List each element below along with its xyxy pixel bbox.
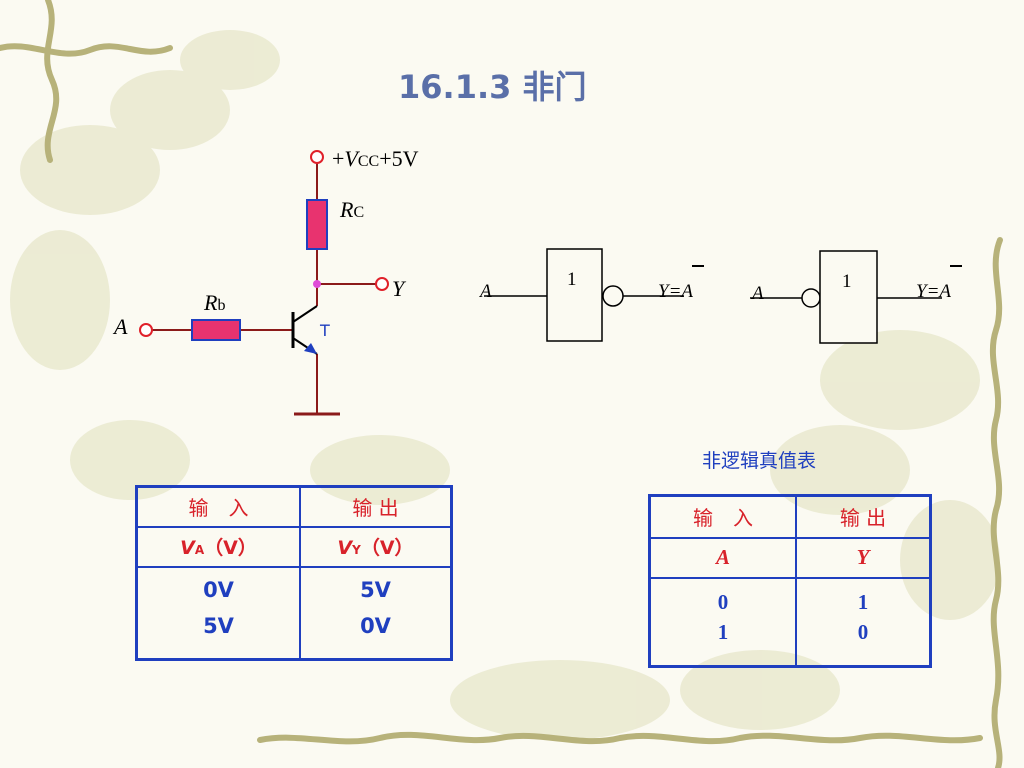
junction-dot	[313, 280, 321, 288]
vcc-value: +5V	[379, 146, 419, 171]
voltage-table-subheader-row: VA（V） VY（V）	[135, 525, 453, 568]
resistor-rc	[306, 199, 328, 250]
rb-label: Rb	[204, 292, 225, 314]
voltage-header-input: 输 入	[135, 485, 301, 528]
truth-table-subheader-row: A Y	[648, 536, 932, 579]
rb-sub: b	[217, 297, 226, 314]
voltage-header-output: 输 出	[299, 485, 453, 528]
rb-r: R	[204, 290, 218, 315]
truth-table: 输 入 输 出 A Y 0 1 1 0	[648, 494, 932, 668]
truth-table-caption: 非逻辑真值表	[702, 450, 817, 472]
gate1-output-label: Y=A	[658, 281, 693, 302]
vcc-label: +VCC+5V	[332, 148, 419, 170]
gate1-symbol: 1	[567, 269, 577, 290]
gate2-symbol: 1	[842, 271, 852, 292]
vy-var: V	[337, 537, 353, 559]
emitter-arrow	[304, 343, 317, 354]
rc-sub: C	[353, 204, 365, 221]
vy-sub: Y	[352, 543, 361, 557]
voltage-input-value: 5V	[203, 613, 234, 638]
voltage-input-cell: 0V 5V	[135, 565, 301, 661]
truth-header-input: 输 入	[648, 494, 797, 539]
output-terminal	[375, 277, 389, 291]
voltage-output-cell: 5V 0V	[299, 565, 453, 661]
gate1-input-label: A	[480, 281, 492, 302]
truth-sub-input: A	[648, 536, 797, 579]
vcc-sub: CC	[357, 153, 380, 170]
voltage-table-header-row: 输 入 输 出	[135, 485, 453, 528]
truth-output-value: 0	[857, 619, 869, 644]
va-unit: （V）	[204, 537, 257, 559]
truth-output-value: 1	[857, 589, 869, 614]
truth-table-header-row: 输 入 输 出	[648, 494, 932, 539]
truth-table-values-row: 0 1 1 0	[648, 576, 932, 668]
page-title: 16.1.3 非门	[398, 68, 587, 106]
not-gate-2	[750, 250, 962, 344]
transistor-symbol	[291, 305, 318, 355]
vcc-v: V	[344, 146, 358, 171]
rc-r: R	[340, 197, 354, 222]
rc-label: RC	[340, 199, 364, 221]
voltage-input-value: 0V	[203, 577, 234, 602]
voltage-subheader-input: VA（V）	[135, 525, 301, 568]
va-sub: A	[194, 543, 205, 557]
truth-input-cell: 0 1	[648, 576, 797, 668]
truth-header-output: 输 出	[795, 494, 932, 539]
input-label: A	[114, 314, 128, 339]
not-gate-1	[484, 248, 704, 342]
voltage-table-values-row: 0V 5V 5V 0V	[135, 565, 453, 661]
voltage-output-value: 5V	[360, 577, 391, 602]
gate2-output-label: Y=A	[916, 281, 951, 302]
truth-input-value: 1	[717, 619, 729, 644]
voltage-output-value: 0V	[360, 613, 391, 638]
truth-input-value: 0	[717, 589, 729, 614]
output-label: Y	[392, 276, 405, 301]
vcc-terminal	[310, 150, 324, 164]
input-terminal	[139, 323, 153, 337]
voltage-subheader-output: VY（V）	[299, 525, 453, 568]
truth-sub-output: Y	[795, 536, 932, 579]
vy-unit: （V）	[360, 537, 414, 559]
truth-output-cell: 1 0	[795, 576, 932, 668]
va-var: V	[180, 537, 195, 559]
voltage-table: 输 入 输 出 VA（V） VY（V） 0V 5V 5V 0V	[135, 485, 453, 661]
resistor-rb	[191, 319, 241, 341]
vcc-prefix: +	[332, 146, 345, 171]
transistor-label: T	[320, 321, 330, 340]
gate2-input-label: A	[752, 283, 764, 304]
